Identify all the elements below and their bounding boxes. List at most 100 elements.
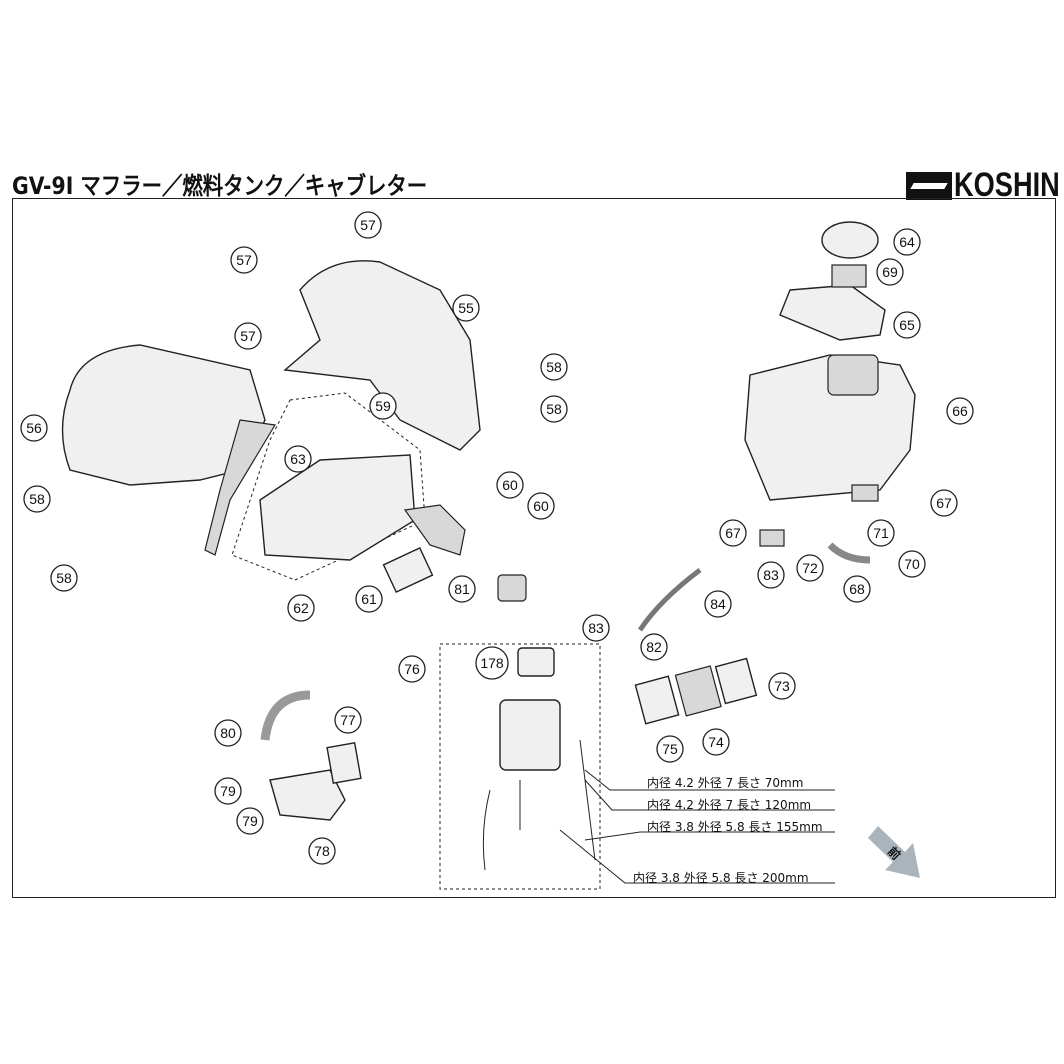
- fuel-cap: [821, 221, 879, 259]
- carburetor: [499, 699, 561, 771]
- callout-circle: [354, 211, 382, 239]
- part-callout-55: 55: [452, 294, 480, 322]
- callout-number: 75: [662, 741, 678, 757]
- callout-circle: [287, 594, 315, 622]
- insulator: [674, 665, 722, 717]
- callout-number: 67: [936, 495, 952, 511]
- part-callout-58: 58: [50, 564, 78, 592]
- gasket: [382, 547, 434, 593]
- part-callout-69: 69: [876, 258, 904, 286]
- callout-circle: [843, 575, 871, 603]
- callout-circle: [214, 719, 242, 747]
- callout-number: 69: [882, 264, 898, 280]
- callout-circle: [704, 590, 732, 618]
- part-callout-83: 83: [757, 561, 785, 589]
- carburetor-hoses: [482, 739, 596, 871]
- rubber-mount: [851, 484, 879, 502]
- callout-number: 58: [29, 491, 45, 507]
- callout-circle: [308, 837, 336, 865]
- part-callout-58: 58: [23, 485, 51, 513]
- callout-number: 56: [26, 420, 42, 436]
- part-callout-73: 73: [768, 672, 796, 700]
- callout-circle: [20, 414, 48, 442]
- callout-circle: [334, 706, 362, 734]
- callout-number: 178: [480, 655, 504, 671]
- part-callout-58: 58: [540, 353, 568, 381]
- callout-circle: [540, 353, 568, 381]
- part-callout-65: 65: [893, 311, 921, 339]
- callout-circle: [475, 646, 509, 680]
- callout-number: 55: [458, 300, 474, 316]
- fuel-strainer: [831, 264, 867, 288]
- gasket: [634, 675, 680, 725]
- part-callout-79: 79: [236, 807, 264, 835]
- part-callout-78: 78: [308, 837, 336, 865]
- solenoid: [517, 647, 555, 677]
- part-callout-72: 72: [796, 554, 824, 582]
- spec-leader: [559, 829, 835, 884]
- hose-spec-2: 内径 4.2 外径 7 長さ 120mm: [647, 798, 812, 812]
- part-callout-70: 70: [898, 550, 926, 578]
- callout-number: 58: [546, 359, 562, 375]
- callout-circle: [893, 228, 921, 256]
- callout-number: 57: [236, 252, 252, 268]
- callout-circle: [893, 311, 921, 339]
- spec-leader: [584, 769, 835, 791]
- callout-circle: [398, 655, 426, 683]
- callout-circle: [355, 585, 383, 613]
- part-callout-67: 67: [719, 519, 747, 547]
- part-callout-74: 74: [702, 728, 730, 756]
- hose-spec-3: 内径 3.8 外径 5.8 長さ 155mm: [647, 820, 823, 834]
- callout-circle: [234, 322, 262, 350]
- part-callout-77: 77: [334, 706, 362, 734]
- gasket: [714, 657, 758, 705]
- callout-number: 58: [546, 401, 562, 417]
- callout-number: 60: [533, 498, 549, 514]
- callout-number: 59: [375, 398, 391, 414]
- part-callout-84: 84: [704, 590, 732, 618]
- part-callout-75: 75: [656, 735, 684, 763]
- callout-number: 81: [454, 581, 470, 597]
- callout-number: 67: [725, 525, 741, 541]
- part-callout-64: 64: [893, 228, 921, 256]
- fuel-hose: [827, 542, 871, 564]
- part-callout-60: 60: [496, 471, 524, 499]
- callout-circle: [448, 575, 476, 603]
- part-callout-178: 178: [475, 646, 509, 680]
- part-callout-82: 82: [640, 633, 668, 661]
- callout-number: 63: [290, 451, 306, 467]
- callout-number: 73: [774, 678, 790, 694]
- callout-circle: [898, 550, 926, 578]
- callout-circle: [719, 519, 747, 547]
- part-callout-71: 71: [867, 519, 895, 547]
- gasket: [326, 742, 362, 784]
- callout-circle: [930, 489, 958, 517]
- tank-guard: [779, 284, 886, 341]
- callout-number: 76: [404, 661, 420, 677]
- rubber-mount: [759, 529, 785, 547]
- brand-name: KOSHIN: [953, 166, 1060, 204]
- callout-circle: [768, 672, 796, 700]
- front-direction-arrow-icon: 前: [868, 826, 920, 878]
- callout-circle: [236, 807, 264, 835]
- part-callout-83: 83: [582, 614, 610, 642]
- callout-number: 61: [361, 591, 377, 607]
- callout-circle: [369, 392, 397, 420]
- callout-circle: [656, 735, 684, 763]
- callout-number: 62: [293, 600, 309, 616]
- part-callout-57: 57: [234, 322, 262, 350]
- callout-number: 65: [899, 317, 915, 333]
- callout-circle: [640, 633, 668, 661]
- callout-number: 82: [646, 639, 662, 655]
- callout-number: 60: [502, 477, 518, 493]
- callout-circle: [867, 519, 895, 547]
- callout-circle: [876, 258, 904, 286]
- callout-number: 83: [588, 620, 604, 636]
- callout-number: 72: [802, 560, 818, 576]
- callout-number: 66: [952, 403, 968, 419]
- callout-number: 74: [708, 734, 724, 750]
- callout-circle: [757, 561, 785, 589]
- callout-circle: [946, 397, 974, 425]
- part-callout-81: 81: [448, 575, 476, 603]
